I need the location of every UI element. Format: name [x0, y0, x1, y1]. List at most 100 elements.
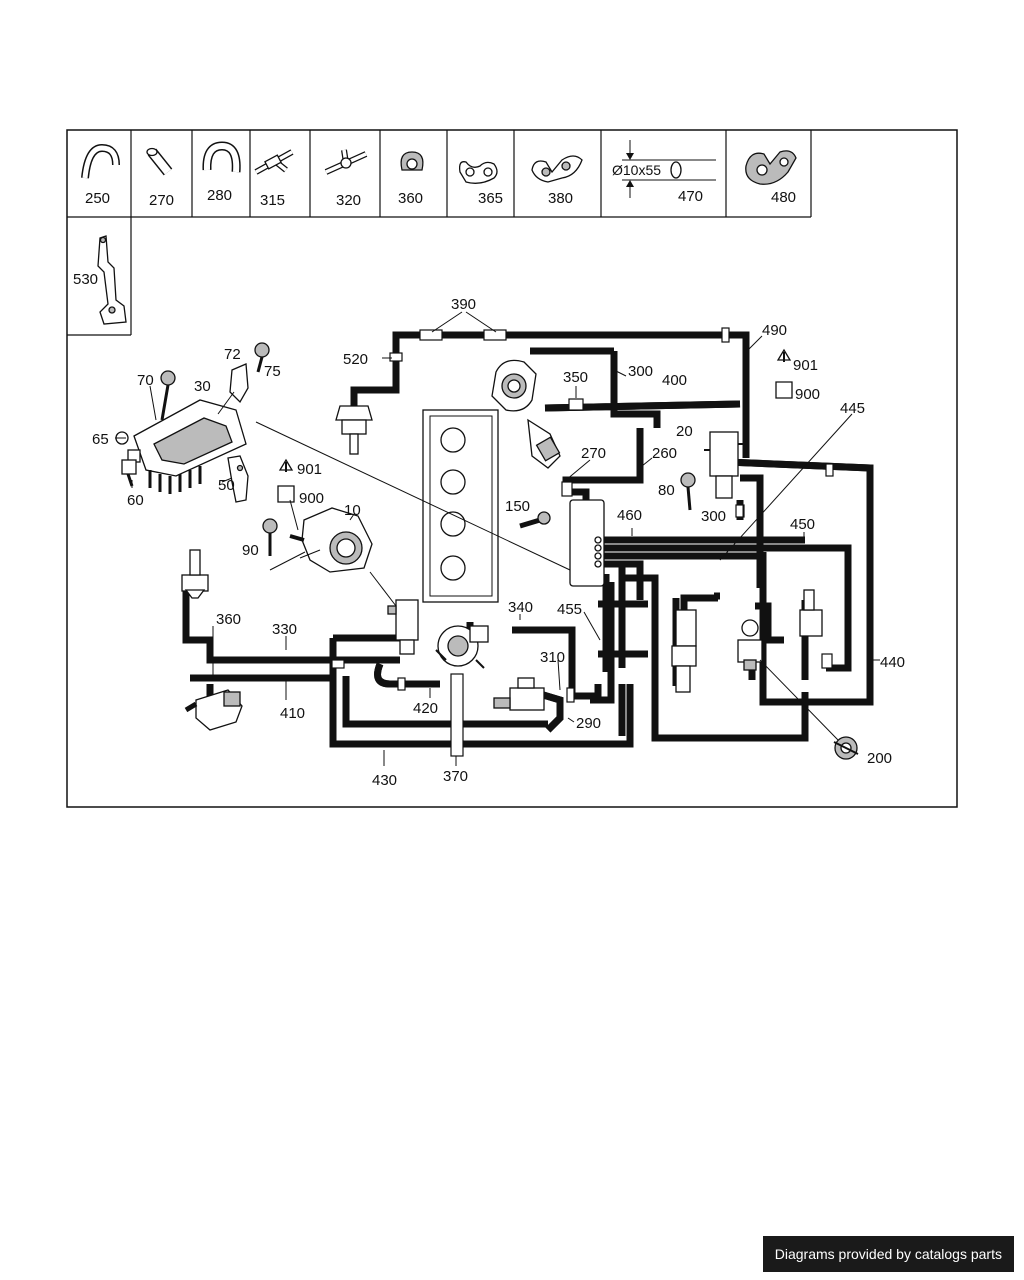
legend-label-315: 315: [260, 192, 285, 209]
legend-label-360: 360: [398, 190, 423, 207]
vacuum-unit-left: [181, 549, 209, 599]
pressure-converter: [435, 625, 489, 669]
callout-75: 75: [264, 363, 281, 380]
check-valve: [527, 418, 561, 469]
callout-65: 65: [92, 431, 109, 448]
callout-80: 80: [658, 482, 675, 499]
callout-labels: 390 490 520 300 350 400 901 900 445 20 2…: [92, 296, 905, 789]
callout-520: 520: [343, 351, 368, 368]
cap-901-lower-icon: [278, 458, 294, 472]
callout-900-upper: 900: [795, 386, 820, 403]
callout-290: 290: [576, 715, 601, 732]
callout-455: 455: [557, 601, 582, 618]
callout-270: 270: [581, 445, 606, 462]
bolt-90-icon: [262, 518, 278, 556]
legend-label-320: 320: [336, 192, 361, 209]
valve-410: [184, 689, 243, 731]
callout-330: 330: [272, 621, 297, 638]
callout-900-lower: 900: [299, 490, 324, 507]
temperature-switch-200: [833, 736, 859, 760]
callout-20: 20: [676, 423, 693, 440]
bolt-60-icon: [121, 459, 137, 487]
callout-410: 410: [280, 705, 305, 722]
engine-block: [422, 409, 499, 603]
callout-72: 72: [224, 346, 241, 363]
callout-10: 10: [344, 502, 361, 519]
switchover-valve-10: [289, 507, 373, 573]
callout-360: 360: [216, 611, 241, 628]
hose-elbow-icon: [202, 141, 241, 173]
callout-450: 450: [790, 516, 815, 533]
attribution-footer: Diagrams provided by catalogs parts: [762, 1236, 1014, 1272]
bracket-72: [229, 363, 249, 404]
bolt-icons: [121, 342, 696, 556]
solenoid-valve-lower: [387, 599, 419, 655]
legend-label-365: 365: [478, 190, 503, 207]
bracket-clip-icon: [531, 155, 583, 183]
callout-370: 370: [443, 768, 468, 785]
clip-icon: [400, 151, 424, 171]
t-connector-icon: [324, 149, 368, 175]
cap-901-upper-icon: [776, 348, 792, 362]
callout-60: 60: [127, 492, 144, 509]
callout-901-upper: 901: [793, 357, 818, 374]
mounting-bracket-icon: [97, 235, 127, 325]
leader-lines: [115, 311, 880, 766]
callout-200: 200: [867, 750, 892, 767]
double-clip-icon: [458, 161, 498, 184]
callout-300-lower: 300: [701, 508, 726, 525]
callout-430: 430: [372, 772, 397, 789]
legend-label-250: 250: [85, 190, 110, 207]
legend-label-470: 470: [678, 188, 703, 205]
hose-sleeve-icon: [146, 147, 173, 176]
callout-490: 490: [762, 322, 787, 339]
solenoid-valve-20: [704, 431, 748, 499]
vacuum-reservoir: [335, 405, 373, 455]
legend-label-480: 480: [771, 189, 796, 206]
callout-300-upper: 300: [628, 363, 653, 380]
legend-label-380: 380: [548, 190, 573, 207]
callout-70: 70: [137, 372, 154, 389]
callout-400: 400: [662, 372, 687, 389]
legend-label-270: 270: [149, 192, 174, 209]
hose-dimension-label: Ø10x55: [612, 162, 661, 178]
valve-right-b: [737, 619, 763, 671]
callout-901-lower: 901: [297, 461, 322, 478]
hose-connectors: [331, 327, 834, 757]
bolt-75-icon: [254, 342, 270, 373]
holder-clip-icon: [745, 150, 797, 185]
vacuum-pump: [491, 359, 537, 412]
callout-260: 260: [652, 445, 677, 462]
cap-900-lower-icon: [277, 485, 295, 503]
callout-340: 340: [508, 599, 533, 616]
callout-445: 445: [840, 400, 865, 417]
cap-900-upper-icon: [775, 381, 793, 399]
legend-label-530: 530: [73, 271, 98, 288]
callout-420: 420: [413, 700, 438, 717]
callout-30: 30: [194, 378, 211, 395]
callout-440: 440: [880, 654, 905, 671]
parts-legend: [67, 130, 812, 336]
hose-dimension-icon: Ø10x55: [612, 140, 716, 198]
callout-150: 150: [505, 498, 530, 515]
callout-350: 350: [563, 369, 588, 386]
valve-right-a: [671, 609, 697, 693]
callout-460: 460: [617, 507, 642, 524]
bolt-80-icon: [680, 472, 696, 511]
bolt-70-icon: [160, 370, 176, 421]
hose-bend-icon: [81, 143, 120, 179]
bolt-150-icon: [519, 511, 551, 529]
bracket-50: [227, 455, 249, 503]
callout-310: 310: [540, 649, 565, 666]
callout-90: 90: [242, 542, 259, 559]
intake-plenum: [569, 499, 605, 587]
callout-390: 390: [451, 296, 476, 313]
legend-label-280: 280: [207, 187, 232, 204]
valve-right-c: [799, 589, 823, 650]
callout-50: 50: [218, 477, 235, 494]
y-connector-icon: [254, 149, 294, 175]
control-unit-30: [115, 399, 247, 494]
vacuum-valve-310: [493, 677, 545, 711]
diagram-frame: [66, 129, 958, 808]
